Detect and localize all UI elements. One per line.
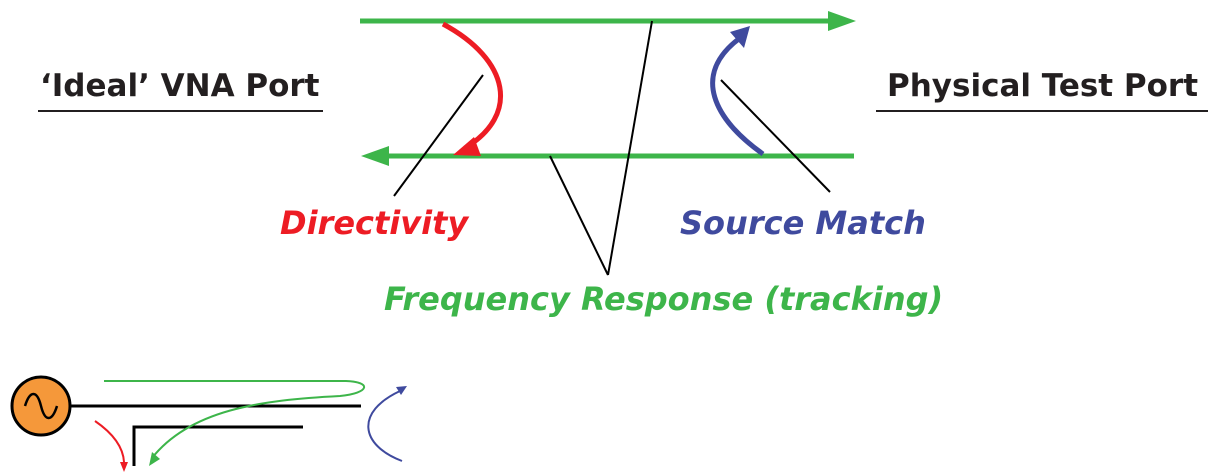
forward-path-arrowhead — [828, 11, 856, 31]
directivity-arrowhead — [453, 137, 481, 156]
right-port-label: Physical Test Port — [887, 68, 1199, 104]
small-red-path — [94, 420, 125, 463]
sine-wave — [23, 392, 59, 420]
source-match-curve — [710, 35, 765, 157]
directivity-label: Directivity — [280, 204, 469, 242]
source-match-label: Source Match — [680, 204, 926, 242]
frequency-response-label: Frequency Response (tracking) — [384, 280, 944, 318]
source-match-leader — [720, 79, 831, 193]
freq-response-leader-2 — [549, 155, 609, 276]
small-blue-arrowhead — [396, 386, 407, 395]
small-red-arrowhead — [120, 462, 128, 472]
small-green-arrowhead — [149, 452, 160, 466]
left-port-label: ‘Ideal’ VNA Port — [40, 68, 320, 104]
coupler-line — [132, 425, 303, 466]
directivity-curve — [441, 21, 503, 151]
reverse-path-arrowhead — [361, 146, 389, 166]
source-match-arrowhead — [730, 26, 750, 48]
directivity-leader — [393, 74, 484, 197]
small-blue-path — [367, 390, 403, 462]
freq-response-leader-1 — [607, 20, 653, 276]
small-green-path — [104, 380, 366, 459]
source-schematic — [10, 375, 407, 472]
